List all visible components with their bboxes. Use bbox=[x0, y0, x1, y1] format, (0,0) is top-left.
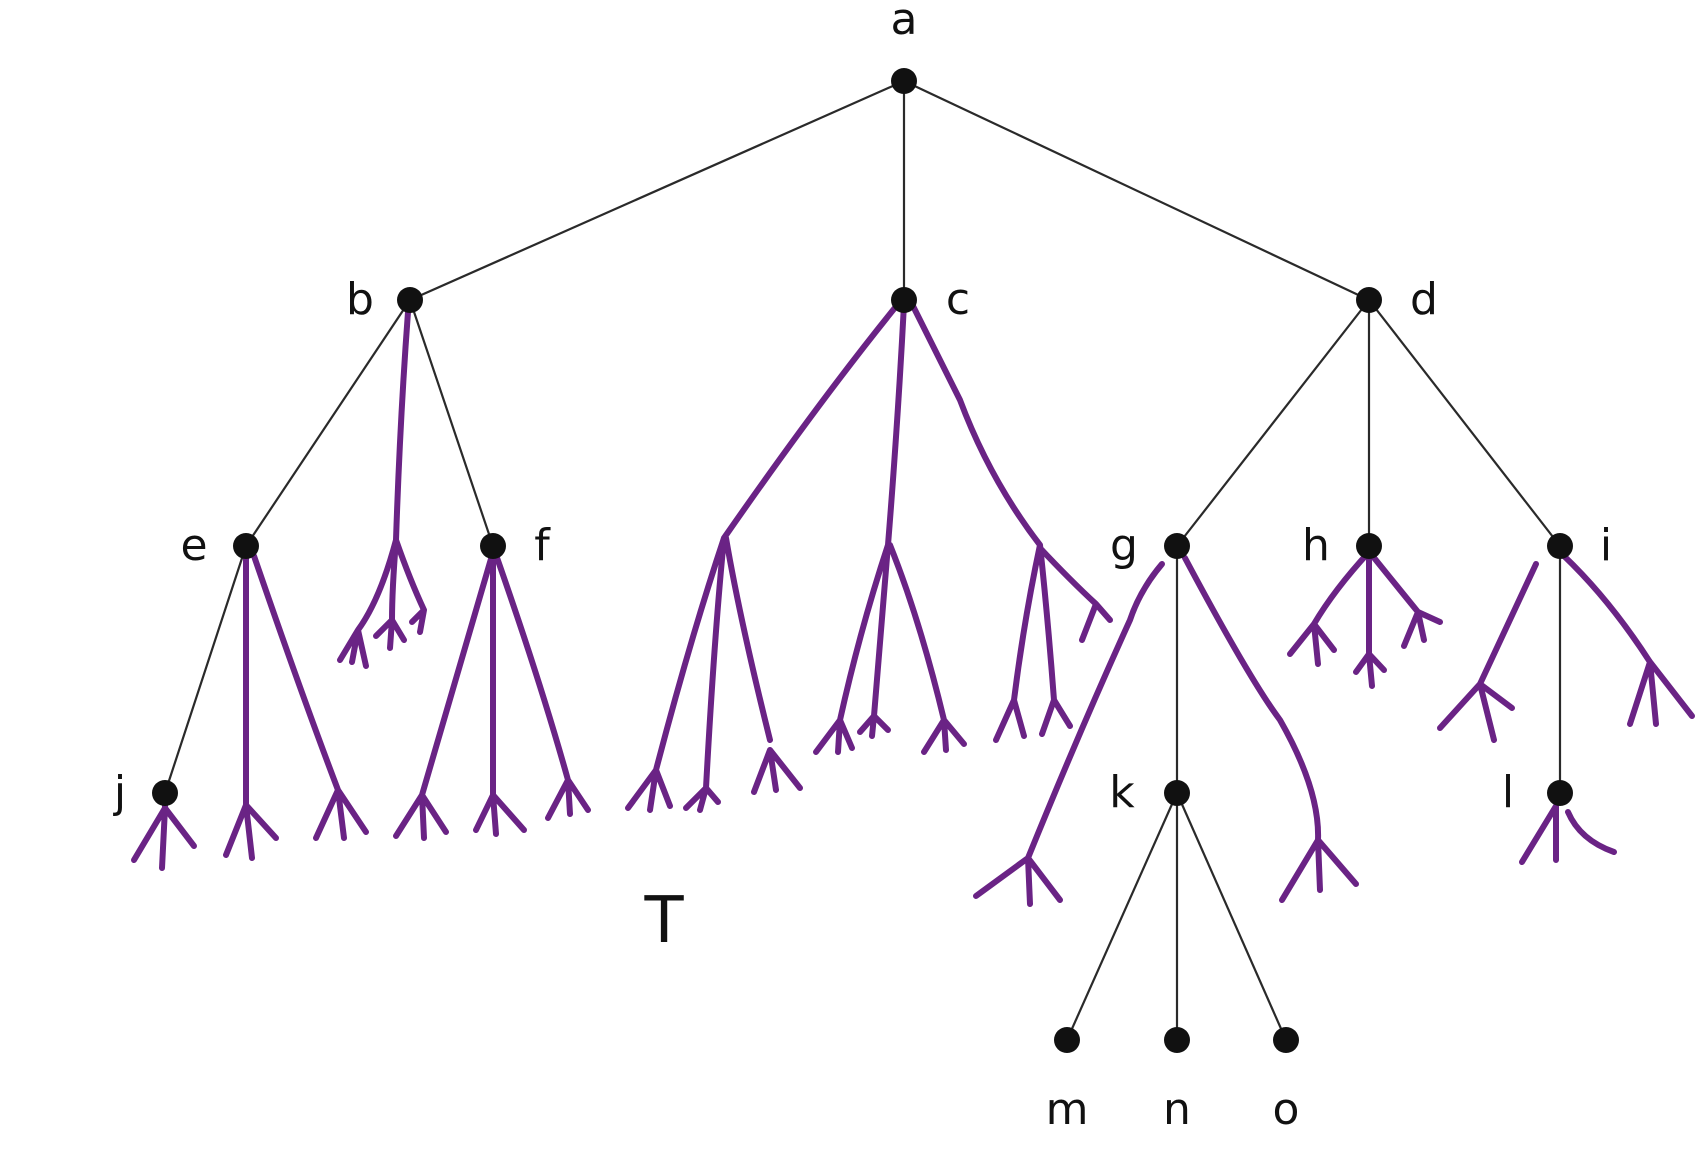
node-label-b: b bbox=[346, 274, 374, 325]
edge-a-d bbox=[903, 80, 1370, 301]
node-label-c: c bbox=[946, 274, 970, 325]
node-label-d: d bbox=[1410, 274, 1438, 325]
node-a-dot bbox=[891, 68, 917, 94]
tree-nodes bbox=[152, 68, 1573, 1053]
node-c-dot bbox=[891, 287, 917, 313]
node-label-i: i bbox=[1600, 520, 1612, 571]
edge-d-g bbox=[1176, 299, 1370, 547]
sketch-g-branch bbox=[973, 555, 1359, 907]
node-label-a: a bbox=[891, 0, 918, 45]
node-o-dot bbox=[1273, 1027, 1299, 1053]
node-i-dot bbox=[1547, 533, 1573, 559]
node-n-dot bbox=[1164, 1027, 1190, 1053]
node-k-dot bbox=[1164, 780, 1190, 806]
edge-a-b bbox=[409, 79, 905, 302]
node-label-f: f bbox=[534, 520, 551, 571]
edge-k-o bbox=[1175, 792, 1288, 1041]
node-label-e: e bbox=[180, 520, 207, 571]
node-e-dot bbox=[233, 533, 259, 559]
sketch-e-branch bbox=[223, 549, 369, 861]
edge-k-m bbox=[1065, 792, 1179, 1041]
sketch-j-branch bbox=[131, 797, 197, 871]
edge-b-e bbox=[245, 299, 411, 547]
edge-d-i bbox=[1368, 299, 1561, 547]
node-label-m: m bbox=[1046, 1084, 1089, 1135]
node-j-dot bbox=[152, 780, 178, 806]
sketch-l-branch bbox=[1519, 803, 1617, 865]
tree-caption: T bbox=[643, 884, 684, 958]
edge-b-f bbox=[408, 299, 495, 547]
node-m-dot bbox=[1054, 1027, 1080, 1053]
edge-e-j bbox=[163, 545, 248, 794]
node-h-dot bbox=[1356, 533, 1382, 559]
node-l-dot bbox=[1547, 780, 1573, 806]
node-label-j: j bbox=[113, 767, 126, 818]
node-label-n: n bbox=[1163, 1084, 1191, 1135]
sketch-c-branch bbox=[625, 301, 1113, 813]
node-label-k: k bbox=[1109, 767, 1135, 818]
node-labels: a b c d e f g h i j k l m n o bbox=[113, 0, 1612, 1135]
node-d-dot bbox=[1356, 287, 1382, 313]
sketch-h-branch bbox=[1287, 549, 1443, 689]
sketch-f-branch bbox=[393, 549, 591, 841]
node-label-g: g bbox=[1110, 520, 1138, 571]
purple-annotations bbox=[131, 301, 1695, 907]
node-b-dot bbox=[397, 287, 423, 313]
node-label-h: h bbox=[1302, 520, 1330, 571]
node-label-l: l bbox=[1502, 767, 1514, 818]
node-g-dot bbox=[1164, 533, 1190, 559]
sketch-b-branch bbox=[337, 309, 427, 669]
tree-edges bbox=[163, 79, 1562, 1041]
node-f-dot bbox=[480, 533, 506, 559]
sketch-i-branch bbox=[1437, 553, 1695, 743]
node-label-o: o bbox=[1273, 1084, 1300, 1135]
